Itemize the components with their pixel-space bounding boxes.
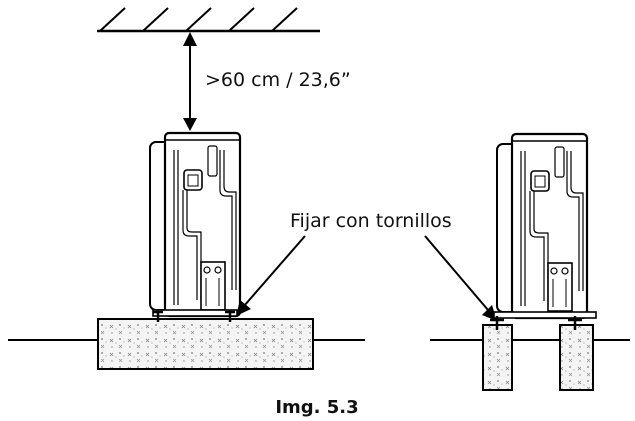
pointer-arrow-left — [236, 235, 306, 316]
pointer-arrow-right — [424, 235, 497, 321]
mounting-bolt — [568, 316, 582, 330]
mounting-bolt — [225, 310, 235, 322]
outdoor-unit-side-view — [493, 132, 597, 320]
fix-with-screws-label: Fijar con tornillos — [290, 210, 452, 232]
mounting-bolt — [153, 310, 163, 322]
mounting-bolt — [490, 316, 504, 330]
figure-caption: Img. 5.3 — [275, 397, 358, 418]
ceiling — [97, 7, 320, 33]
concrete-post — [559, 324, 594, 391]
clearance-dimension-arrow — [183, 32, 197, 131]
concrete-post — [482, 324, 513, 391]
clearance-label: >60 cm / 23,6” — [205, 69, 351, 91]
concrete-base — [97, 318, 314, 370]
outdoor-unit-side-view — [149, 131, 242, 318]
